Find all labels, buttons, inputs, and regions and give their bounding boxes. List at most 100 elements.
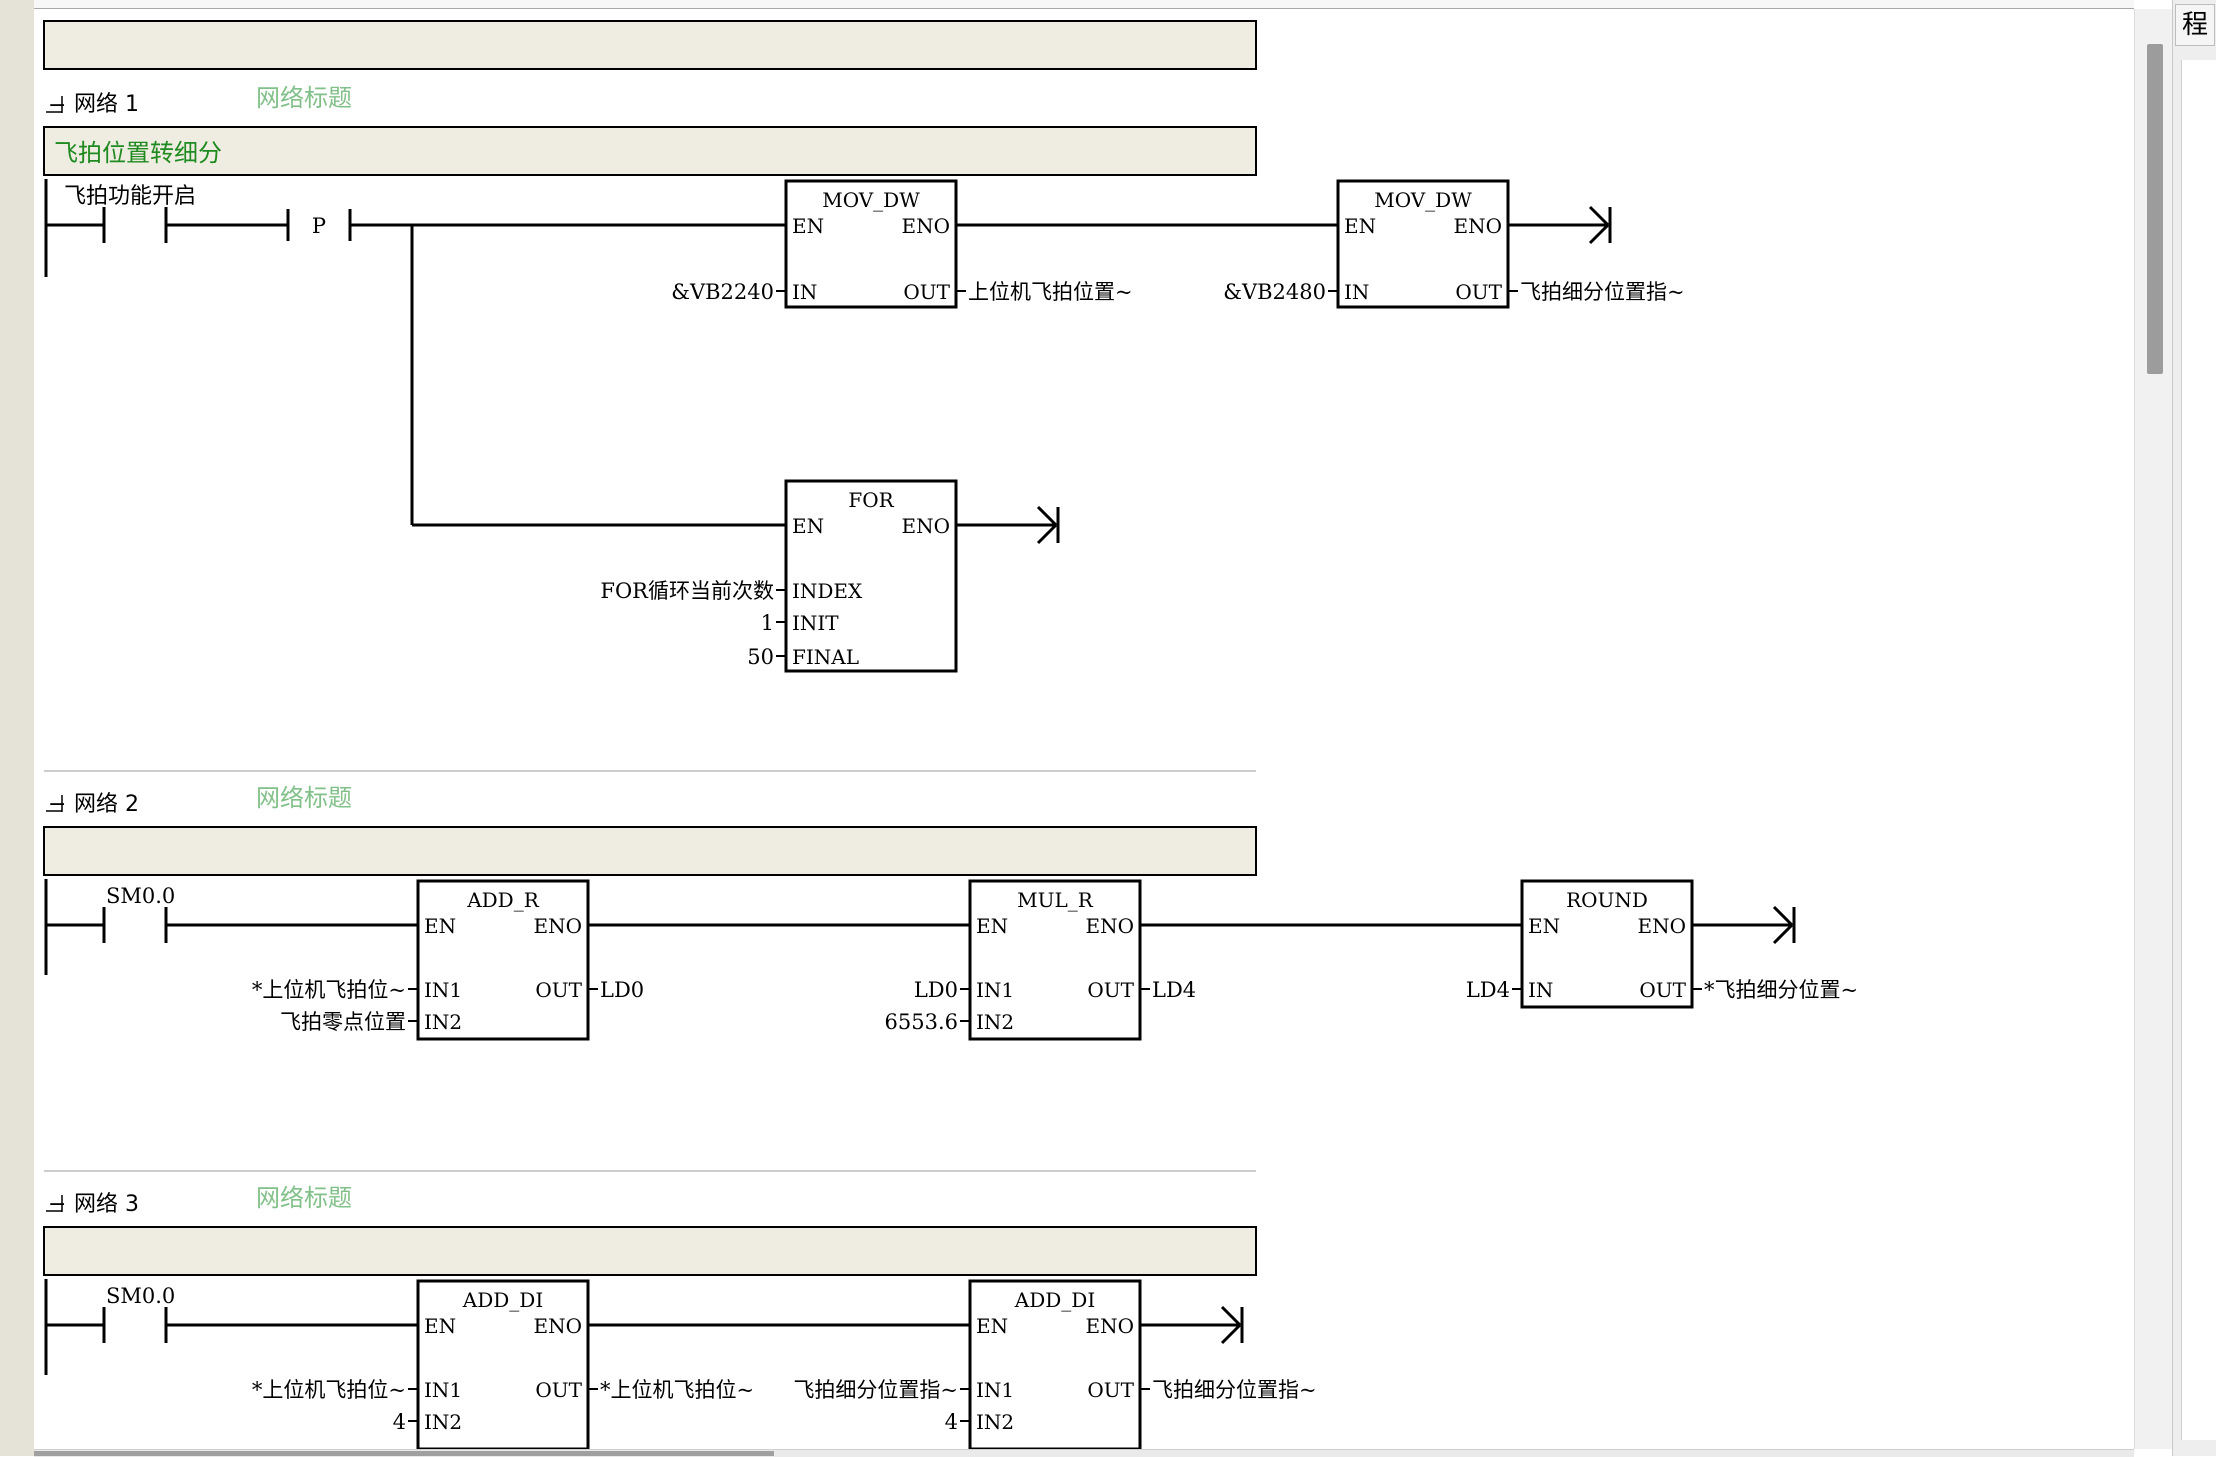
network-1-rung-end-arrow-1: [1588, 205, 1612, 245]
ladder-diagram[interactable]: − 网络 1 网络标题 飞拍位置转细分 飞拍功能开启 P MOV_DW EN E…: [34, 9, 2134, 1449]
add-di-block-1[interactable]: [416, 1279, 590, 1449]
mul-r-name: MUL_R: [1017, 888, 1094, 912]
network-2-contact-label: SM0.0: [106, 884, 175, 908]
add-di-1-name: ADD_DI: [462, 1288, 543, 1312]
mul-r-out-pin: OUT: [1087, 978, 1134, 1002]
mov1-en: EN: [792, 214, 824, 238]
mul-r-in2-operand[interactable]: 6553.6: [885, 1010, 958, 1034]
horizontal-scrollbar[interactable]: [34, 1449, 2134, 1457]
network-3-rung-end-arrow: [1220, 1305, 1244, 1345]
round-out-operand[interactable]: *飞拍细分位置~: [1704, 978, 1858, 1002]
mov2-en: EN: [1344, 214, 1376, 238]
add-di-2-in2-operand[interactable]: 4: [945, 1410, 958, 1434]
add-di-1-out-operand[interactable]: *上位机飞拍位~: [600, 1378, 754, 1402]
for-name: FOR: [848, 488, 894, 512]
mov-dw-block-1[interactable]: [784, 179, 958, 309]
for-block[interactable]: [784, 479, 958, 673]
mov2-name: MOV_DW: [1374, 188, 1472, 212]
for-en: EN: [792, 514, 824, 538]
add-di-2-out-pin: OUT: [1087, 1378, 1134, 1402]
add-di-1-in1-operand[interactable]: *上位机飞拍位~: [252, 1378, 406, 1402]
mov2-eno: ENO: [1454, 214, 1503, 238]
vertical-scrollbar-thumb[interactable]: [2147, 44, 2163, 374]
network-3-contact[interactable]: [46, 1307, 418, 1343]
network-3-collapse-glyph: −: [48, 1192, 66, 1217]
ladder-editor[interactable]: − 网络 1 网络标题 飞拍位置转细分 飞拍功能开启 P MOV_DW EN E…: [34, 9, 2134, 1449]
network-1-contact-label: 飞拍功能开启: [64, 184, 196, 209]
mov1-out-operand[interactable]: 上位机飞拍位置~: [968, 280, 1133, 304]
add-di-2-name: ADD_DI: [1014, 1288, 1095, 1312]
for-init-operand[interactable]: 1: [761, 611, 774, 635]
add-di-1-in2-pin: IN2: [424, 1410, 462, 1434]
for-eno: ENO: [902, 514, 951, 538]
add-di-2-out-operand[interactable]: 飞拍细分位置指~: [1152, 1378, 1317, 1402]
network-3-contact-label: SM0.0: [106, 1284, 175, 1308]
for-index-operand[interactable]: FOR循环当前次数: [600, 579, 774, 603]
add-di-2-eno: ENO: [1086, 1314, 1135, 1338]
network-1-comment[interactable]: 飞拍位置转细分: [54, 139, 222, 167]
mov2-out-pin: OUT: [1455, 280, 1502, 304]
network-1-collapse-glyph: −: [48, 93, 66, 118]
add-r-in2-operand[interactable]: 飞拍零点位置: [280, 1010, 406, 1034]
network-1-rung-end-arrow-2: [1036, 505, 1060, 545]
network-3-comment-box[interactable]: [43, 1226, 1257, 1276]
round-name: ROUND: [1566, 888, 1648, 912]
left-gutter: [0, 0, 34, 1456]
mov1-out-pin: OUT: [903, 280, 950, 304]
network-2-title[interactable]: 网络标题: [256, 784, 352, 812]
program-comment-box[interactable]: [43, 20, 1257, 70]
for-init-pin: INIT: [792, 611, 839, 635]
horizontal-scrollbar-thumb[interactable]: [34, 1451, 774, 1456]
network-1-title[interactable]: 网络标题: [256, 84, 352, 112]
mov-dw-block-2[interactable]: [1336, 179, 1510, 309]
vertical-scrollbar[interactable]: [2134, 9, 2173, 1449]
network-2-comment-box[interactable]: [43, 826, 1257, 876]
add-di-1-in2-operand[interactable]: 4: [393, 1410, 406, 1434]
mul-r-block[interactable]: [968, 879, 1142, 1041]
network-2-label: 网络 2: [74, 792, 139, 817]
for-index-pin: INDEX: [792, 579, 863, 603]
round-in-pin: IN: [1528, 978, 1553, 1002]
network-1-collapse-toggle[interactable]: [46, 96, 63, 113]
network-3-title[interactable]: 网络标题: [256, 1184, 352, 1212]
mov2-in-pin: IN: [1344, 280, 1369, 304]
add-di-block-2[interactable]: [968, 1279, 1142, 1449]
network-1-label: 网络 1: [74, 92, 139, 117]
add-r-in1-pin: IN1: [424, 978, 462, 1002]
add-r-in2-pin: IN2: [424, 1010, 462, 1034]
network-1-contact[interactable]: [46, 207, 288, 243]
add-r-block[interactable]: [416, 879, 590, 1041]
mov2-in-operand[interactable]: &VB2480: [1223, 280, 1326, 304]
mul-r-in2-pin: IN2: [976, 1010, 1014, 1034]
mul-r-out-operand[interactable]: LD4: [1152, 978, 1196, 1002]
mov1-eno: ENO: [902, 214, 951, 238]
add-r-in1-operand[interactable]: *上位机飞拍位~: [252, 978, 406, 1002]
side-panel: 程: [2172, 0, 2216, 1456]
mov2-out-operand[interactable]: 飞拍细分位置指~: [1520, 280, 1685, 304]
add-di-2-in2-pin: IN2: [976, 1410, 1014, 1434]
add-r-out-pin: OUT: [535, 978, 582, 1002]
mov1-in-operand[interactable]: &VB2240: [671, 280, 774, 304]
for-final-operand[interactable]: 50: [747, 645, 774, 669]
round-en: EN: [1528, 914, 1560, 938]
add-r-name: ADD_R: [466, 888, 540, 912]
mov1-in-pin: IN: [792, 280, 817, 304]
add-di-1-eno: ENO: [534, 1314, 583, 1338]
add-di-1-out-pin: OUT: [535, 1378, 582, 1402]
add-di-2-in1-operand[interactable]: 飞拍细分位置指~: [793, 1378, 958, 1402]
add-r-out-operand[interactable]: LD0: [600, 978, 644, 1002]
mul-r-in1-pin: IN1: [976, 978, 1014, 1002]
round-out-pin: OUT: [1639, 978, 1686, 1002]
side-panel-tab[interactable]: 程: [2175, 4, 2215, 46]
network-3-label: 网络 3: [74, 1192, 139, 1217]
network-2-collapse-toggle[interactable]: [46, 795, 63, 812]
mul-r-en: EN: [976, 914, 1008, 938]
round-block[interactable]: [1520, 879, 1694, 1009]
network-3-collapse-toggle[interactable]: [46, 1195, 63, 1212]
network-2-contact[interactable]: [46, 907, 418, 943]
add-di-1-en: EN: [424, 1314, 456, 1338]
round-in-operand[interactable]: LD4: [1466, 978, 1510, 1002]
mul-r-in1-operand[interactable]: LD0: [914, 978, 958, 1002]
round-eno: ENO: [1638, 914, 1687, 938]
network-1-comment-box[interactable]: [43, 126, 1257, 176]
